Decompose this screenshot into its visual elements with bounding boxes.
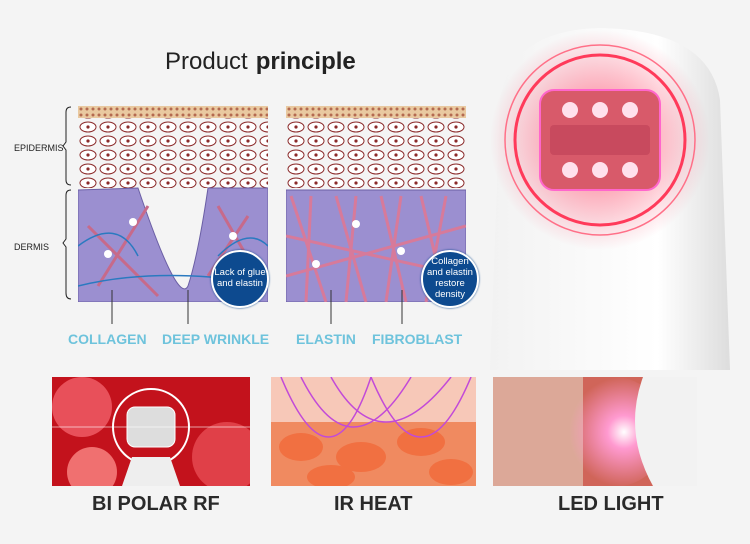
- label-pointer-lines: [111, 290, 403, 324]
- bubble-restore-density: Collagen and elastin restore density: [421, 250, 479, 308]
- feature-label-bipolar-rf: BI POLAR RF: [92, 493, 220, 515]
- title-bold: principle: [255, 48, 356, 75]
- label-collagen: COLLAGEN: [68, 331, 147, 347]
- feature-image-bipolar-rf: [52, 377, 250, 486]
- feature-label-ir-heat: IR HEAT: [334, 493, 413, 515]
- dermis-label: DERMIS: [14, 242, 50, 252]
- device-image: [490, 28, 730, 370]
- label-elastin: ELASTIN: [296, 331, 356, 347]
- epidermis-label: EPIDERMIS: [14, 143, 64, 153]
- layer-brackets: [62, 106, 72, 300]
- page-title: Product principle: [165, 48, 356, 76]
- feature-image-led-light: [493, 377, 697, 486]
- bubble-lack-of-glue: Lack of glue and elastin: [211, 250, 269, 308]
- feature-label-led-light: LED LIGHT: [558, 493, 664, 515]
- label-deep-wrinkle: DEEP WRINKLE: [162, 331, 270, 347]
- label-fibroblast: FIBROBLAST: [372, 331, 463, 347]
- title-regular: Product: [165, 48, 248, 75]
- feature-image-ir-heat: [271, 377, 476, 486]
